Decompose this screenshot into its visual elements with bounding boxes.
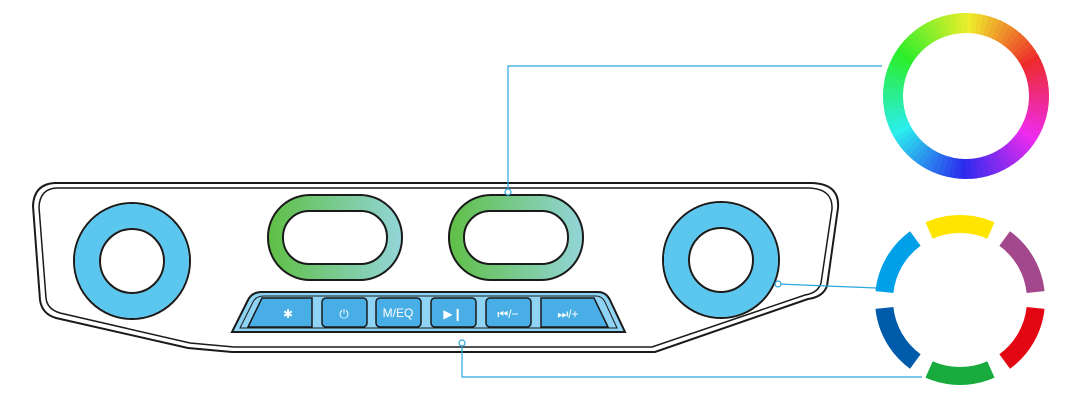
- previous-volume-down-button[interactable]: ⏮/−: [485, 297, 532, 328]
- left-speaker-ring: [73, 202, 191, 320]
- previous-volume-down-icon: ⏮/−: [497, 307, 518, 321]
- bluetooth-button[interactable]: ✱: [246, 297, 313, 328]
- next-volume-up-icon: ⏭/+: [557, 307, 578, 321]
- right-speaker-ring: [662, 201, 780, 319]
- power-button[interactable]: ⏻: [321, 297, 368, 328]
- right-oval-light: [448, 194, 584, 281]
- segment-ring-arc: [925, 361, 995, 385]
- callout-buttons-to-segmented-ring: [458, 339, 922, 378]
- callout-speaker-to-segmented-ring: [774, 280, 877, 289]
- segment-ring-arc: [999, 306, 1045, 369]
- mode-eq-button[interactable]: M/EQ: [375, 297, 422, 328]
- speaker-body-outline-outer: [31, 182, 840, 353]
- segment-ring-arc: [875, 231, 921, 294]
- rainbow-gradient-ring: [882, 12, 1050, 180]
- left-oval-light: [267, 194, 403, 281]
- segment-ring-arc: [999, 231, 1045, 294]
- power-icon: ⏻: [339, 307, 349, 321]
- play-pause-icon: ▶❙: [443, 307, 462, 321]
- mode-eq-label: M/EQ: [383, 306, 414, 320]
- bluetooth-icon: ✱: [283, 307, 293, 321]
- segment-ring-arc: [925, 215, 995, 239]
- next-volume-up-button[interactable]: ⏭/+: [540, 297, 610, 328]
- button-strip-inner: [239, 295, 618, 329]
- play-pause-button[interactable]: ▶❙: [430, 297, 477, 328]
- callout-oval-to-gradient-ring: [504, 65, 882, 196]
- six-color-segmented-ring: [875, 215, 1045, 385]
- speaker-body-outline-inner: [38, 187, 833, 348]
- segment-ring-arc: [875, 306, 921, 369]
